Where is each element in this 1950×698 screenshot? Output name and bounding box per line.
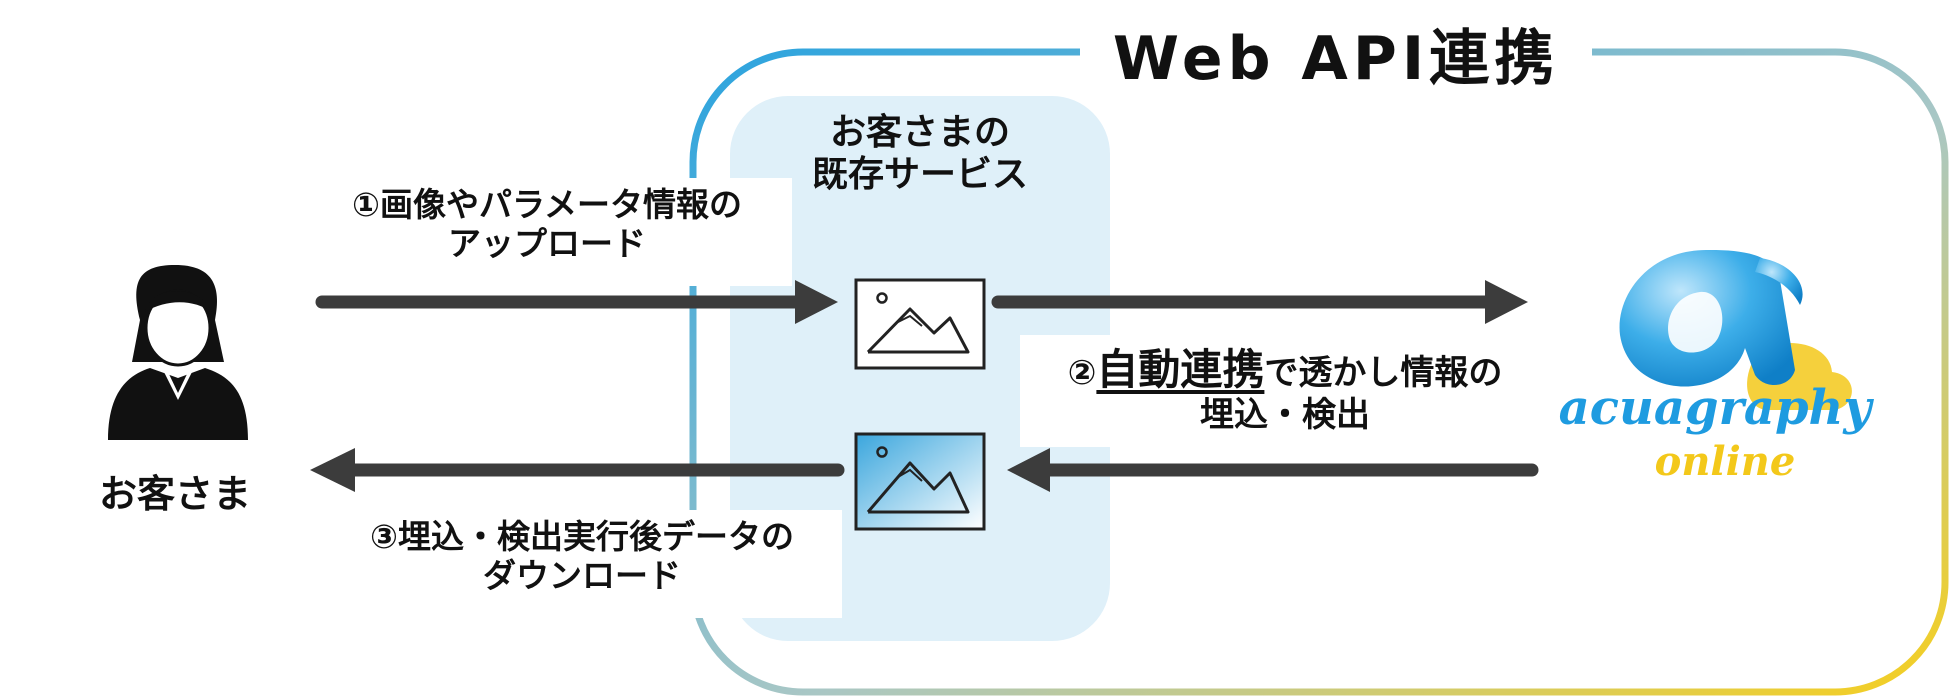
person-icon (108, 265, 248, 440)
image-icon (854, 278, 986, 370)
step2-line2: 埋込・検出 (1200, 394, 1370, 435)
step2-backdrop (1020, 335, 1550, 447)
step2-emphasis: 自動連携 (1096, 345, 1265, 394)
step1-line2: アップロード (448, 223, 646, 263)
customer-label: お客さま (98, 472, 251, 516)
return-from-api-arrow (1007, 448, 1539, 492)
diagram-title: Web API連携 (1112, 24, 1560, 94)
title-backdrop (1080, 8, 1592, 92)
step3-label: ③埋込・検出実行後データの ダウンロード (322, 517, 842, 596)
download-arrow (310, 448, 845, 492)
step1-label: ①画像やパラメータ情報の アップロード (302, 185, 792, 264)
existing-service-line1: お客さまの (829, 112, 1010, 153)
step2-line1: ②自動連携で透かし情報の (1020, 345, 1550, 395)
existing-service-label: お客さまの 既存サービス (770, 112, 1070, 197)
logo-word-online: online (1654, 438, 1796, 485)
logo-word-acuagraphy: acuagraphy (1558, 380, 1872, 436)
step2-rest: で透かし情報の (1264, 353, 1503, 393)
step2-prefix: ② (1067, 353, 1097, 393)
step1-line1: ①画像やパラメータ情報の (352, 185, 742, 224)
step3-line1: ③埋込・検出実行後データの (370, 517, 794, 556)
step3-backdrop (322, 510, 842, 618)
existing-service-line2: 既存サービス (811, 154, 1028, 196)
send-to-api-arrow (991, 280, 1528, 324)
step1-backdrop (302, 178, 792, 286)
acuagraphy-logo (1619, 249, 1852, 410)
upload-arrow (315, 280, 838, 324)
step3-line2: ダウンロード (483, 555, 681, 595)
image-processed-icon (854, 432, 986, 531)
step2-label: ②自動連携で透かし情報の 埋込・検出 (1020, 345, 1550, 435)
